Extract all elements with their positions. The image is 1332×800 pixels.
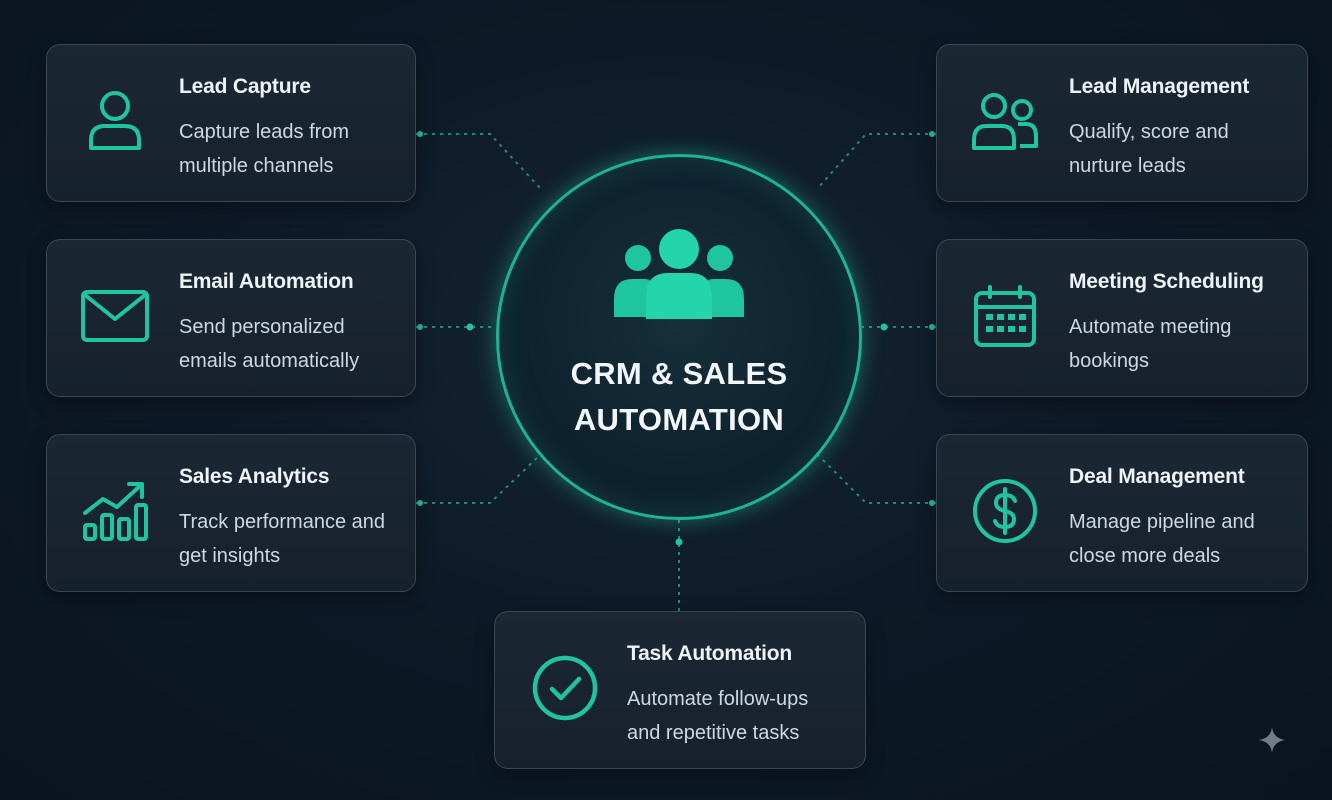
lead-capture-card: Lead Capture Capture leads from multiple… — [46, 44, 416, 202]
hub-title-line1: CRM & SALES — [570, 356, 788, 391]
meeting-scheduling-title: Meeting Scheduling — [1069, 270, 1264, 293]
team-icon — [612, 227, 746, 326]
email-automation-title: Email Automation — [179, 270, 354, 293]
email-automation-card: Email Automation Send personalized email… — [46, 239, 416, 397]
meeting-scheduling-card: Meeting Scheduling Automate meeting book… — [936, 239, 1308, 397]
sales-analytics-card: Sales Analytics Track performance and ge… — [46, 434, 416, 592]
calendar-icon — [969, 280, 1041, 352]
task-automation-desc: Automate follow-ups and repetitive tasks — [627, 688, 809, 744]
lead-capture-desc: Capture leads from multiple channels — [179, 121, 350, 177]
deal-management-card: Deal Management Manage pipeline and clos… — [936, 434, 1308, 592]
sales-analytics-desc: Track performance and get insights — [179, 511, 386, 567]
meeting-scheduling-desc: Automate meeting bookings — [1069, 316, 1232, 372]
hub-title: CRM & SALES AUTOMATION — [499, 351, 859, 443]
users-icon — [969, 85, 1041, 157]
envelope-icon — [79, 280, 151, 352]
deal-management-desc: Manage pipeline and close more deals — [1069, 511, 1255, 567]
lead-management-card: Lead Management Qualify, score and nurtu… — [936, 44, 1308, 202]
lead-management-title: Lead Management — [1069, 75, 1250, 98]
user-icon — [79, 85, 151, 157]
crm-hub-circle: CRM & SALES AUTOMATION — [496, 154, 862, 520]
email-automation-desc: Send personalized emails automatically — [179, 316, 360, 372]
hub-title-line2: AUTOMATION — [573, 402, 785, 437]
sparkle-icon — [1258, 726, 1286, 759]
task-automation-title: Task Automation — [627, 642, 793, 665]
lead-capture-title: Lead Capture — [179, 75, 311, 98]
sales-analytics-title: Sales Analytics — [179, 465, 330, 488]
dollar-icon — [969, 475, 1041, 547]
lead-management-desc: Qualify, score and nurture leads — [1069, 121, 1229, 177]
task-automation-card: Task Automation Automate follow-ups and … — [494, 611, 866, 769]
deal-management-title: Deal Management — [1069, 465, 1245, 488]
growth-chart-icon — [79, 475, 151, 547]
checkmark-icon — [529, 652, 601, 724]
